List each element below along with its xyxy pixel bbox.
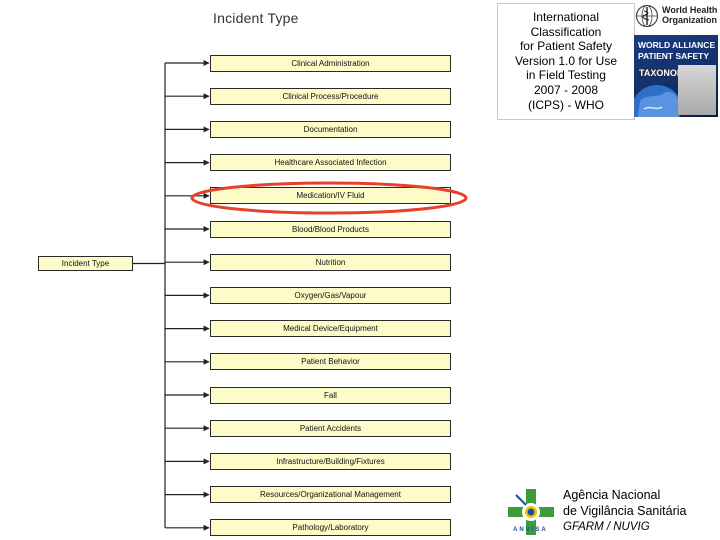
anvisa-wordmark: ANVISA	[513, 527, 548, 533]
info-line: in Field Testing	[526, 68, 606, 83]
alliance-line-1: WORLD ALLIANCE	[638, 40, 716, 50]
info-line: for Patient Safety	[519, 39, 613, 54]
child-node: Healthcare Associated Infection	[210, 154, 451, 172]
info-line: (ICPS) - WHO	[528, 97, 604, 112]
root-node: Incident Type	[38, 256, 133, 271]
child-node: Pathology/Laboratory	[210, 519, 451, 537]
child-node: Fall	[210, 386, 451, 404]
agency-department: GFARM / NUVIG	[563, 521, 650, 533]
child-node: Infrastructure/Building/Fixtures	[210, 452, 451, 470]
info-box: International Classification for Patient…	[497, 3, 635, 120]
taxonomy-label: TAXONOMY	[637, 68, 693, 78]
globe-icon	[634, 85, 680, 117]
alliance-line-2: PATIENT SAFETY	[638, 51, 709, 61]
child-node: Patient Behavior	[210, 353, 451, 371]
child-node: Medication/IV Fluid	[210, 187, 451, 205]
child-node: Patient Accidents	[210, 419, 451, 437]
child-node: Medical Device/Equipment	[210, 320, 451, 338]
child-node: Oxygen/Gas/Vapour	[210, 286, 451, 304]
child-node: Clinical Administration	[210, 54, 451, 72]
taxonomy-cover: WORLD ALLIANCE PATIENT SAFETY TAXONOMY	[634, 35, 718, 117]
info-line: Version 1.0 for Use	[514, 53, 618, 68]
info-line: Classification	[530, 24, 602, 39]
who-logo-text: World Health Organization	[662, 5, 718, 25]
info-line: International	[532, 10, 600, 24]
child-node: Blood/Blood Products	[210, 220, 451, 238]
child-node: Resources/Organizational Management	[210, 486, 451, 504]
anvisa-logo-icon	[508, 489, 554, 535]
agency-name-1: Agência Nacional	[563, 488, 661, 502]
agency-name-2: de Vigilância Sanitária	[563, 504, 687, 518]
who-emblem-icon	[635, 4, 659, 28]
child-node: Nutrition	[210, 253, 451, 271]
child-node: Documentation	[210, 120, 451, 138]
diagram-title: Incident Type	[213, 10, 299, 26]
who-taxonomy-image: World Health Organization WORLD ALLIANCE…	[632, 1, 718, 117]
document-thumbnail	[678, 65, 716, 115]
agency-block: Agência Nacional de Vigilância Sanitária…	[563, 487, 686, 535]
child-node: Clinical Process/Procedure	[210, 87, 451, 105]
info-line: 2007 - 2008	[533, 82, 599, 97]
